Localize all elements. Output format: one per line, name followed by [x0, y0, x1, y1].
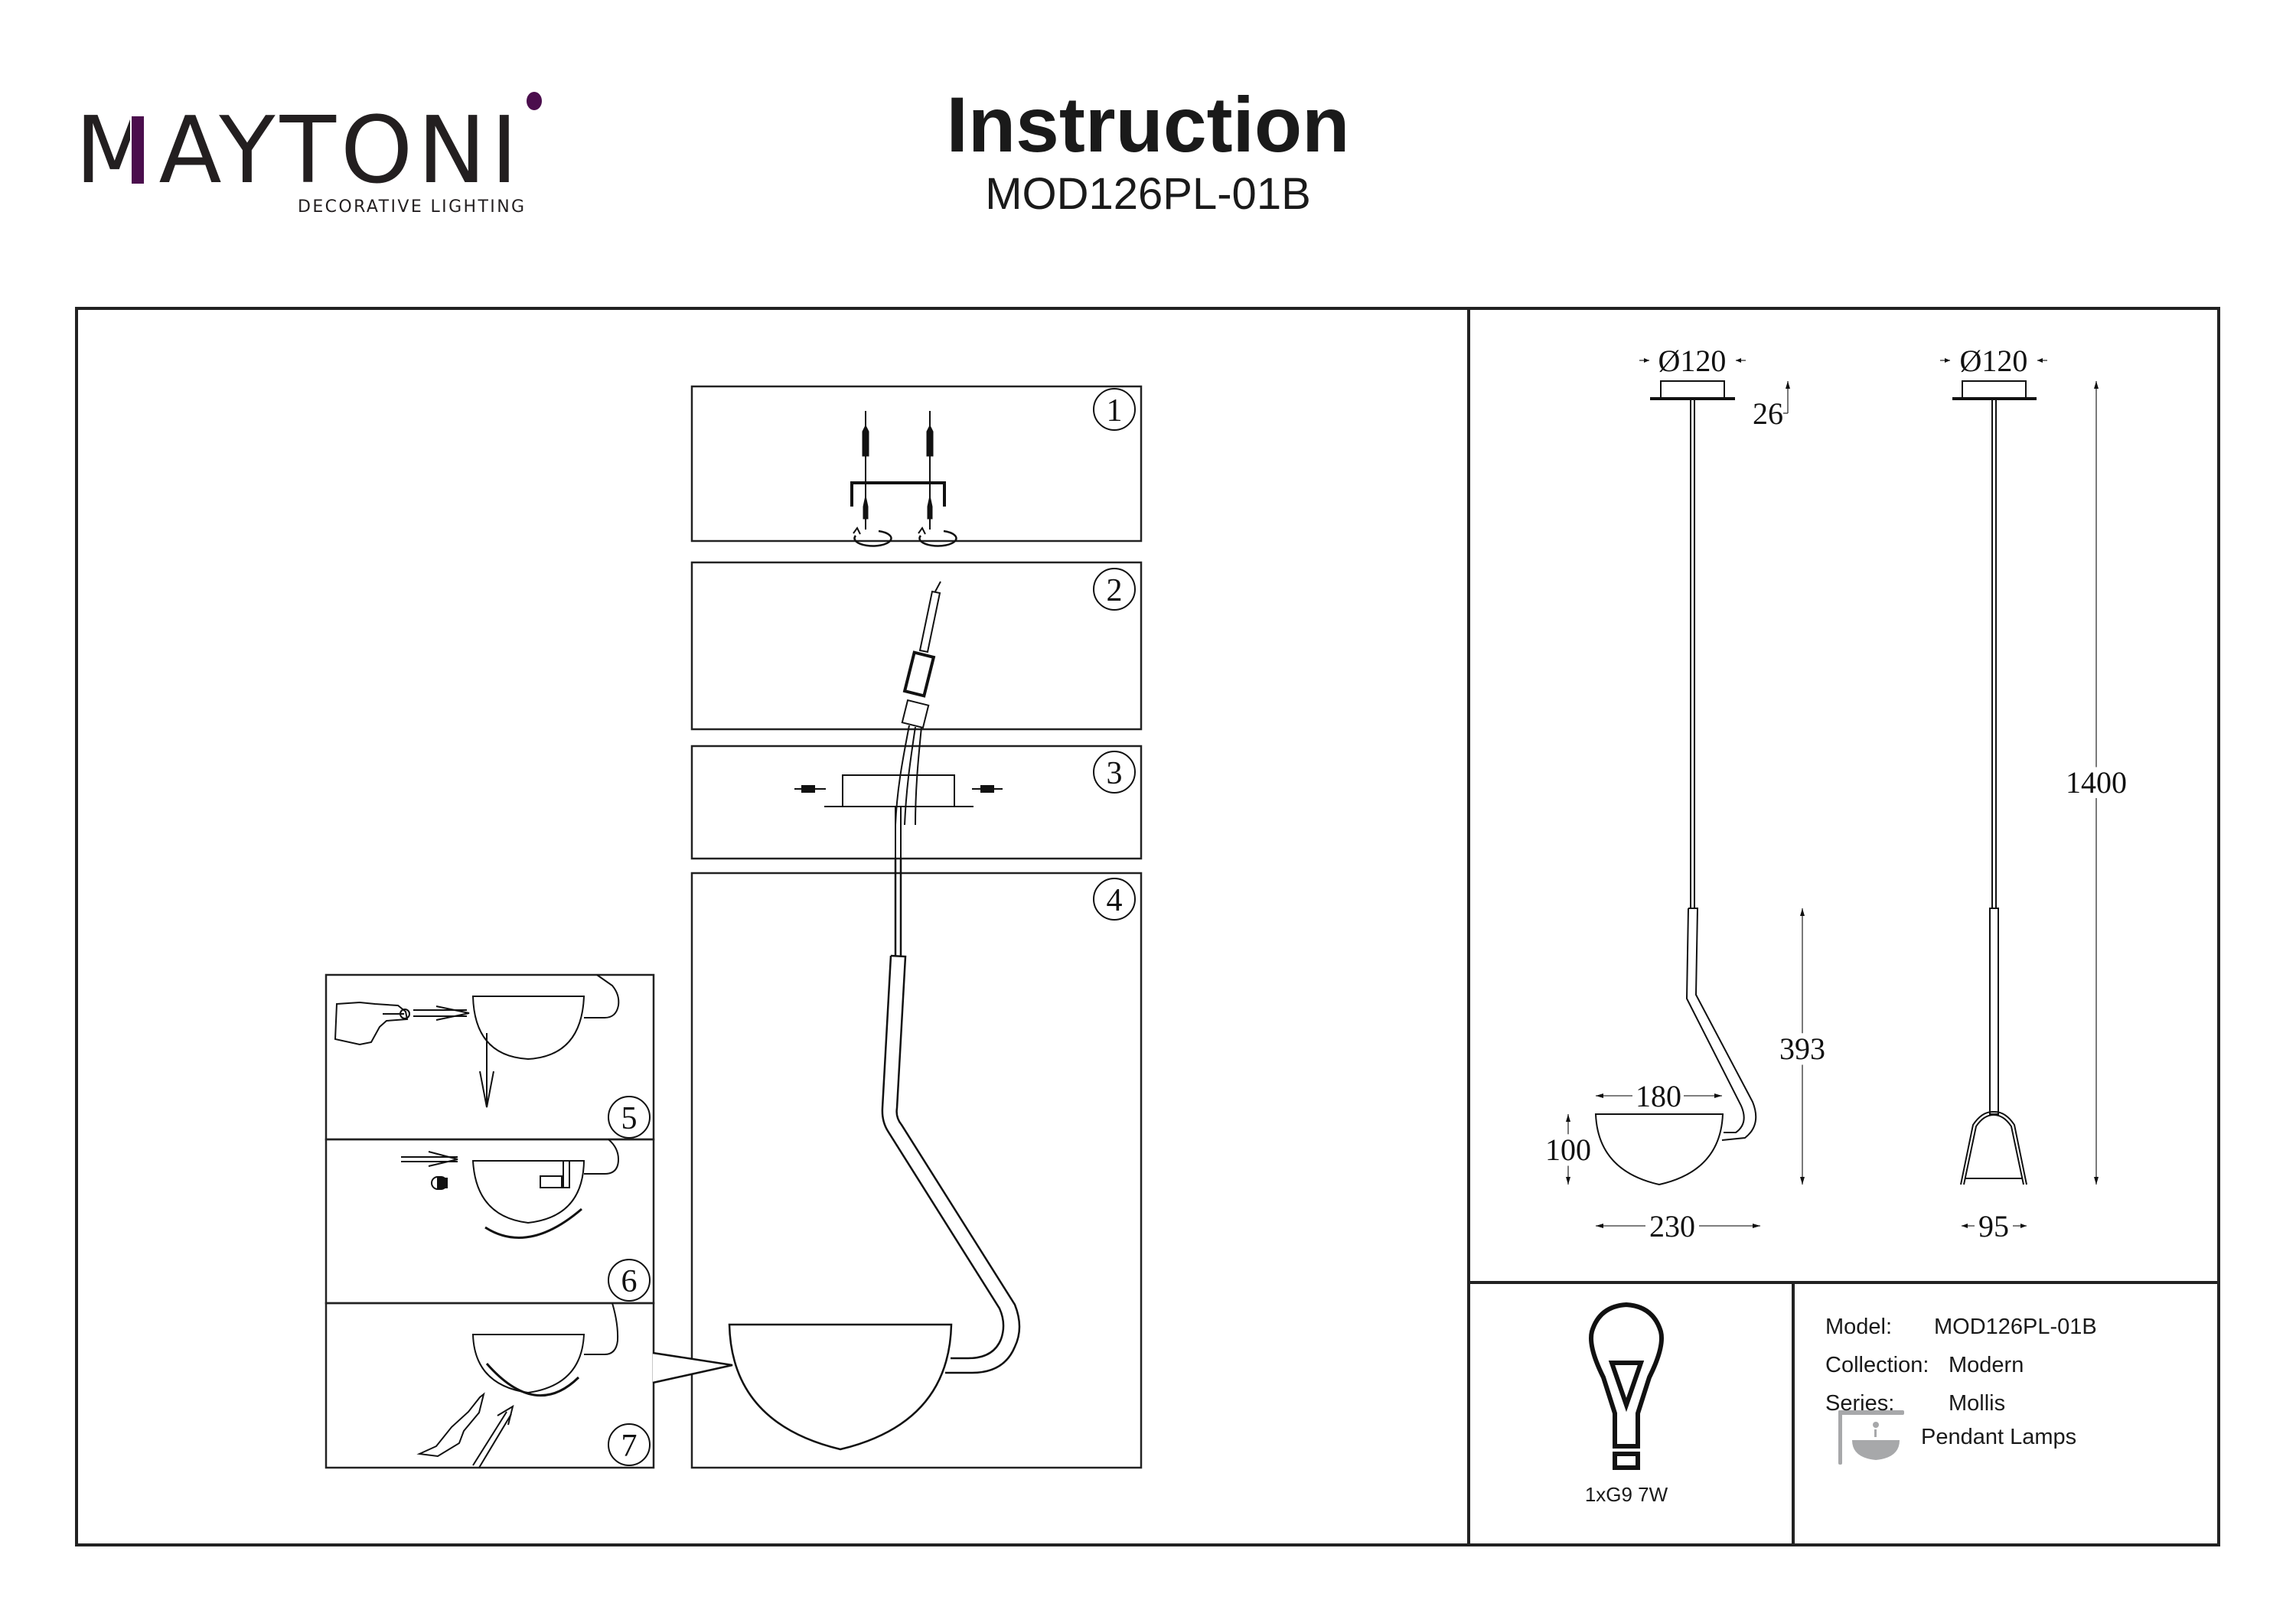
- model-code-heading: MOD126PL-01B: [985, 169, 1311, 219]
- light-bulb-icon: [1589, 1302, 1664, 1470]
- step-5-box: [325, 973, 655, 1141]
- step-7-box: [325, 1302, 655, 1469]
- logo-accents: [130, 92, 542, 185]
- spec-collection-label: Collection:: [1825, 1353, 1929, 1377]
- spec-model-label: Model:: [1825, 1315, 1893, 1339]
- spec-series-label: Series:: [1825, 1391, 1895, 1416]
- front-view-drawing: [1952, 380, 2037, 1185]
- step-numbers: 1 2 3 4 5 6 7: [608, 388, 1136, 1466]
- step-2-number: 2: [1093, 568, 1136, 611]
- step-4-box: [690, 872, 1143, 1469]
- svg-text:5: 5: [621, 1101, 638, 1136]
- remove-shade-icon: [334, 974, 620, 1108]
- canopy-fixing-screws-icon: [794, 774, 1003, 873]
- dim-total-height: 1400: [2066, 765, 2127, 800]
- svg-text:6: 6: [621, 1264, 638, 1299]
- bulb-spec: 1xG9 7W: [1584, 1483, 1668, 1506]
- outer-frame: [75, 307, 2220, 1546]
- ceiling-bracket-screws-icon: [850, 411, 957, 547]
- step-6-box: [325, 1138, 655, 1305]
- dim-shade-height: 100: [1545, 1133, 1591, 1167]
- svg-text:3: 3: [1107, 756, 1123, 791]
- brand-logo-text: MAYTONI: [75, 98, 523, 204]
- brand-logo: MAYTONI: [75, 106, 523, 197]
- wire-connection-icon: [895, 581, 941, 826]
- spec-collection-value: Modern: [1949, 1353, 2024, 1377]
- dim-arm-height: 393: [1779, 1031, 1825, 1066]
- side-view-drawing: [1594, 380, 1757, 1186]
- dim-front-width: 95: [1978, 1209, 2009, 1243]
- reattach-shade-icon: [416, 1302, 619, 1468]
- logo-accent-dot: [527, 92, 542, 110]
- spec-series-value: Mollis: [1949, 1391, 2006, 1416]
- page-title: Instruction: [946, 81, 1350, 168]
- dimension-lines: [1567, 360, 2097, 1227]
- callout-pointer: [652, 1351, 733, 1384]
- pendant-assembled-icon: [728, 859, 1021, 1451]
- step-4-number: 4: [1093, 878, 1136, 921]
- step-2-box: [690, 561, 1143, 731]
- svg-text:7: 7: [621, 1429, 638, 1464]
- step-3-box: [690, 745, 1143, 860]
- svg-text:4: 4: [1107, 883, 1123, 918]
- step-3-number: 3: [1093, 751, 1136, 794]
- logo-accent-bar: [132, 116, 144, 184]
- spec-model-value: MOD126PL-01B: [1934, 1315, 2097, 1339]
- dim-total-width: 230: [1649, 1209, 1695, 1243]
- dim-canopy-diameter-front: Ø120: [1960, 344, 2028, 378]
- dim-shade-diameter: 180: [1636, 1079, 1681, 1113]
- step-7-number: 7: [608, 1423, 651, 1466]
- step-1-number: 1: [1093, 388, 1136, 431]
- dim-canopy-height: 26: [1753, 396, 1783, 431]
- spec-category: Pendant Lamps: [1921, 1425, 2077, 1449]
- svg-text:2: 2: [1107, 573, 1123, 608]
- svg-text:1: 1: [1107, 393, 1123, 429]
- brand-tagline: DECORATIVE LIGHTING: [298, 197, 527, 217]
- pendant-lamp-icon: [1838, 1410, 1904, 1465]
- dim-canopy-diameter-side: Ø120: [1658, 344, 1727, 378]
- insert-bulb-icon: [401, 1139, 620, 1239]
- step-6-number: 6: [608, 1259, 651, 1302]
- step-5-number: 5: [608, 1096, 651, 1139]
- step-1-box: [690, 385, 1143, 543]
- dimension-arrowheads: [1566, 358, 2099, 1228]
